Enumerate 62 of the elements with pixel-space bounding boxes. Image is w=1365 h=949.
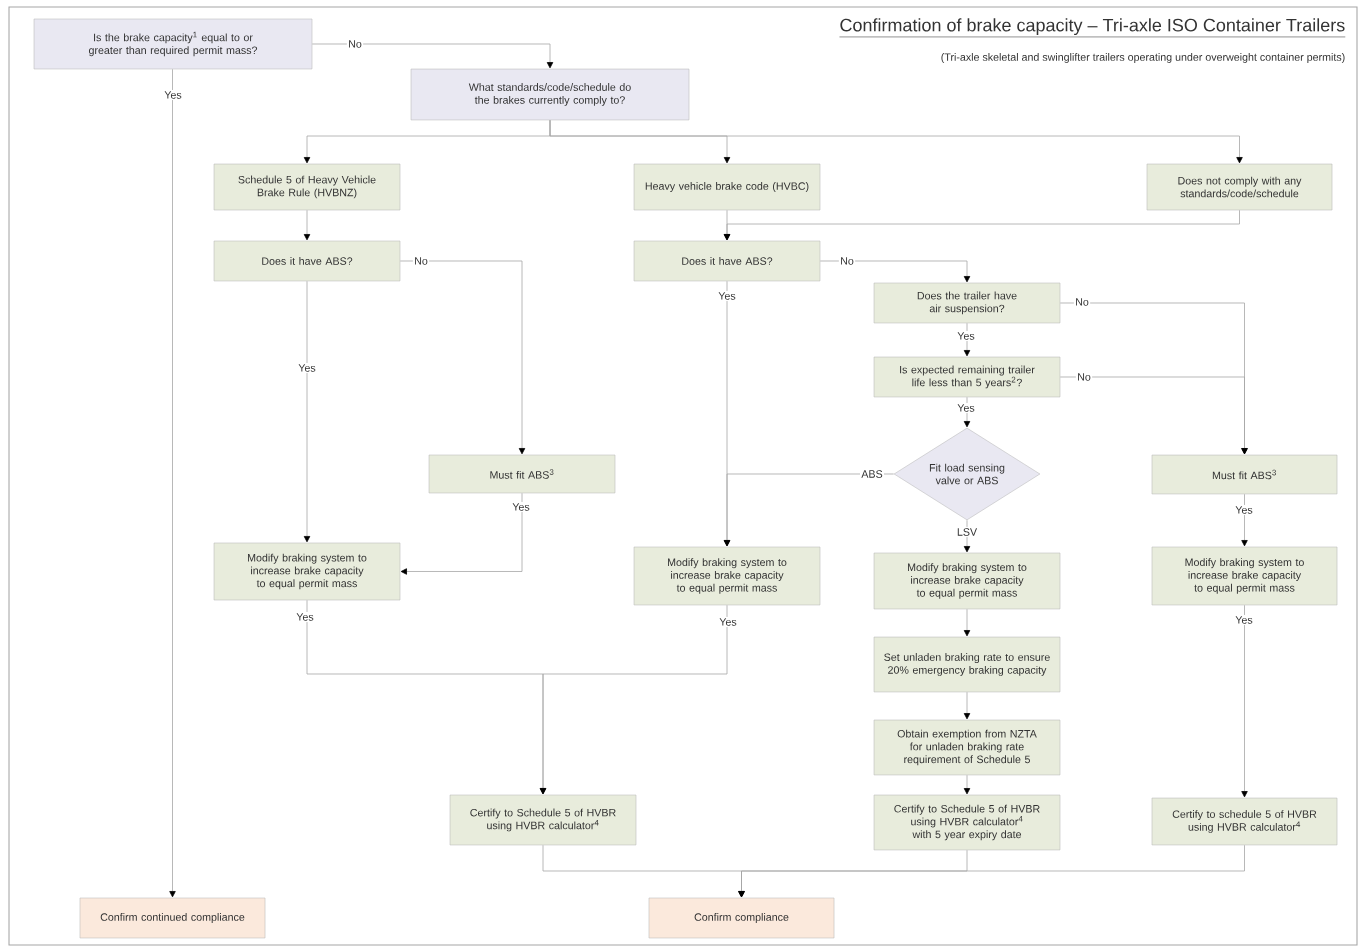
process-box: Heavy vehicle brake code (HVBC)	[633, 163, 821, 211]
arrow	[963, 608, 971, 637]
arrow	[1059, 376, 1248, 455]
process-box: Modify braking system to increase brake capacity to equal permit mass	[213, 542, 401, 601]
arrow	[399, 260, 526, 455]
edge-label: No	[1075, 371, 1093, 383]
arrow	[963, 774, 971, 795]
edge-label: No	[1073, 296, 1091, 308]
process-box: Does it have ABS?	[213, 240, 401, 282]
arrow	[963, 322, 971, 357]
edge-label: Yes	[716, 290, 738, 302]
subtitle: (Tri-axle skeletal and swinglifter trailers operating under overweight container permits)	[941, 53, 1345, 63]
process-box: Does not comply with any standards/code/schedule	[1146, 163, 1333, 211]
process-box: Confirm compliance	[648, 897, 835, 939]
arrow	[1241, 604, 1248, 798]
arrow	[723, 473, 895, 547]
process-box: Schedule 5 of Heavy Vehicle Brake Rule (HVBNZ)	[213, 163, 401, 211]
process-box: Does it have ABS?	[633, 240, 821, 282]
process-box: Confirm continued compliance	[79, 897, 266, 939]
arrow	[963, 691, 971, 720]
process-box: Is the brake capacity$^{1}$ equal to or greater than required permit mass?	[33, 18, 313, 70]
process-box: Modify braking system to increase brake capacity to equal permit mass	[633, 546, 821, 606]
arrow	[311, 43, 554, 69]
process-box: Is expected remaining trailer life less than 5 years$^{2}$?	[873, 356, 1061, 398]
process-box: Set unladen braking rate to ensure 20% emergency braking capacity	[873, 636, 1061, 693]
process-box: Certify to Schedule 5 of HVBR using HVBR calculator$^{4}$	[449, 794, 637, 846]
edge-label: LSV	[955, 526, 979, 538]
process-box: Modify braking system to increase brake capacity to equal permit mass	[873, 552, 1061, 610]
arrow	[539, 604, 728, 795]
edge-label: Yes	[1233, 614, 1255, 626]
process-box: What standards/code/schedule do the brakes currently comply to?	[410, 68, 690, 121]
edge-label: Yes	[955, 330, 977, 342]
edge-label: Yes	[510, 501, 532, 513]
edge-label: Yes	[717, 616, 739, 628]
process-box: Must fit ABS$^{3}$	[428, 454, 616, 494]
edge-label: Yes	[294, 611, 316, 623]
edge-label: Yes	[162, 89, 184, 101]
process-box: Does the trailer have air suspension?	[873, 282, 1061, 324]
edge-label: No	[838, 255, 856, 267]
arrow	[819, 260, 971, 283]
process-box: Obtain exemption from NZTA for unladen braking rate requirement of Schedule 5	[873, 719, 1061, 776]
arrow	[963, 396, 971, 428]
title: Confirmation of brake capacity – Tri-axle ISO Container Trailers	[839, 18, 1346, 38]
process-box: Certify to schedule 5 of HVBR using HVBR calculator$^{4}$	[1151, 797, 1338, 846]
edge-label: No	[412, 255, 430, 267]
arrow	[738, 844, 1245, 898]
edge-label: Yes	[1233, 504, 1255, 516]
arrow	[303, 209, 311, 241]
arrow	[723, 209, 1240, 241]
arrow	[963, 519, 971, 553]
process-box: Modify braking system to increase brake capacity to equal permit mass	[1151, 546, 1338, 606]
edge-label: Yes	[955, 402, 977, 414]
arrow	[1241, 493, 1248, 547]
process-box: Certify to Schedule 5 of HVBR using HVBR calculator$^{4}$ with 5 year expiry date	[873, 794, 1061, 851]
arrow	[400, 492, 523, 575]
edge-label: ABS	[860, 468, 884, 480]
edge-label: No	[346, 38, 364, 50]
arrow	[303, 280, 311, 543]
arrow	[169, 68, 176, 898]
edge-label: Yes	[296, 362, 318, 374]
arrow	[549, 119, 1243, 164]
process-box: Must fit ABS$^{3}$	[1151, 454, 1338, 495]
